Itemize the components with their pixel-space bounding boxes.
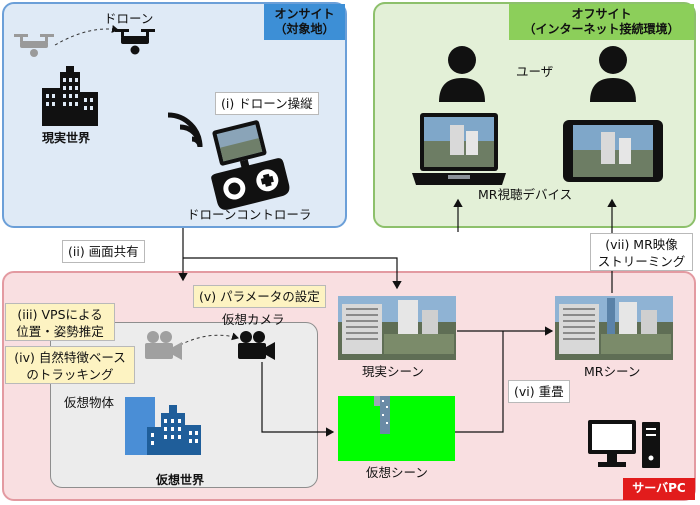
server-pc-tag: サーバPC	[623, 478, 695, 500]
mr-scene-image	[555, 296, 673, 360]
user-icon	[439, 46, 485, 102]
laptop-icon	[412, 113, 506, 185]
wifi-signal-icon	[167, 112, 203, 148]
drone-icon	[115, 29, 155, 55]
step-v-parameter-setting: (v) パラメータの設定	[193, 285, 326, 308]
step-ii-screen-share: (ii) 画面共有	[62, 240, 145, 263]
step-vii-mr-streaming: (vii) MR映像 ストリーミング	[590, 233, 693, 271]
video-camera-icon	[238, 331, 275, 360]
drone-icon	[14, 34, 54, 57]
building-icon	[42, 66, 98, 126]
step-iii-vps-estimation: (iii) VPSによる 位置・姿勢推定	[5, 303, 115, 341]
tablet-icon	[563, 120, 663, 182]
drone-controller-label: ドローンコントローラ	[187, 207, 312, 222]
user-icon	[590, 46, 636, 102]
real-world-label: 現実世界	[42, 131, 91, 145]
user-label: ユーザ	[516, 64, 554, 79]
virtual-scene-label: 仮想シーン	[366, 465, 428, 480]
desktop-pc-icon	[588, 420, 660, 468]
real-scene-image	[338, 296, 456, 360]
building-icon	[125, 397, 201, 455]
drone-label: ドローン	[104, 11, 154, 26]
virtual-world-label: 仮想世界	[156, 473, 205, 487]
game-controller-icon	[211, 120, 290, 210]
real-scene-label: 現実シーン	[362, 364, 424, 379]
virtual-camera-label: 仮想カメラ	[222, 312, 285, 327]
mr-scene-label: MRシーン	[584, 364, 641, 379]
step-iv-natural-feature-tracking: (iv) 自然特徴ベース のトラッキング	[5, 346, 135, 384]
virtual-scene-image	[338, 396, 455, 461]
virtual-object-label: 仮想物体	[64, 395, 115, 410]
step-vi-overlay: (vi) 重畳	[508, 380, 570, 403]
step-i-drone-control: (i) ドローン操縦	[215, 92, 319, 115]
offsite-tag: オフサイト （インターネット接続環境）	[509, 4, 694, 40]
video-camera-icon	[145, 331, 182, 360]
onsite-tag: オンサイト （対象地）	[264, 4, 345, 40]
mr-device-label: MR視聴デバイス	[478, 187, 573, 202]
